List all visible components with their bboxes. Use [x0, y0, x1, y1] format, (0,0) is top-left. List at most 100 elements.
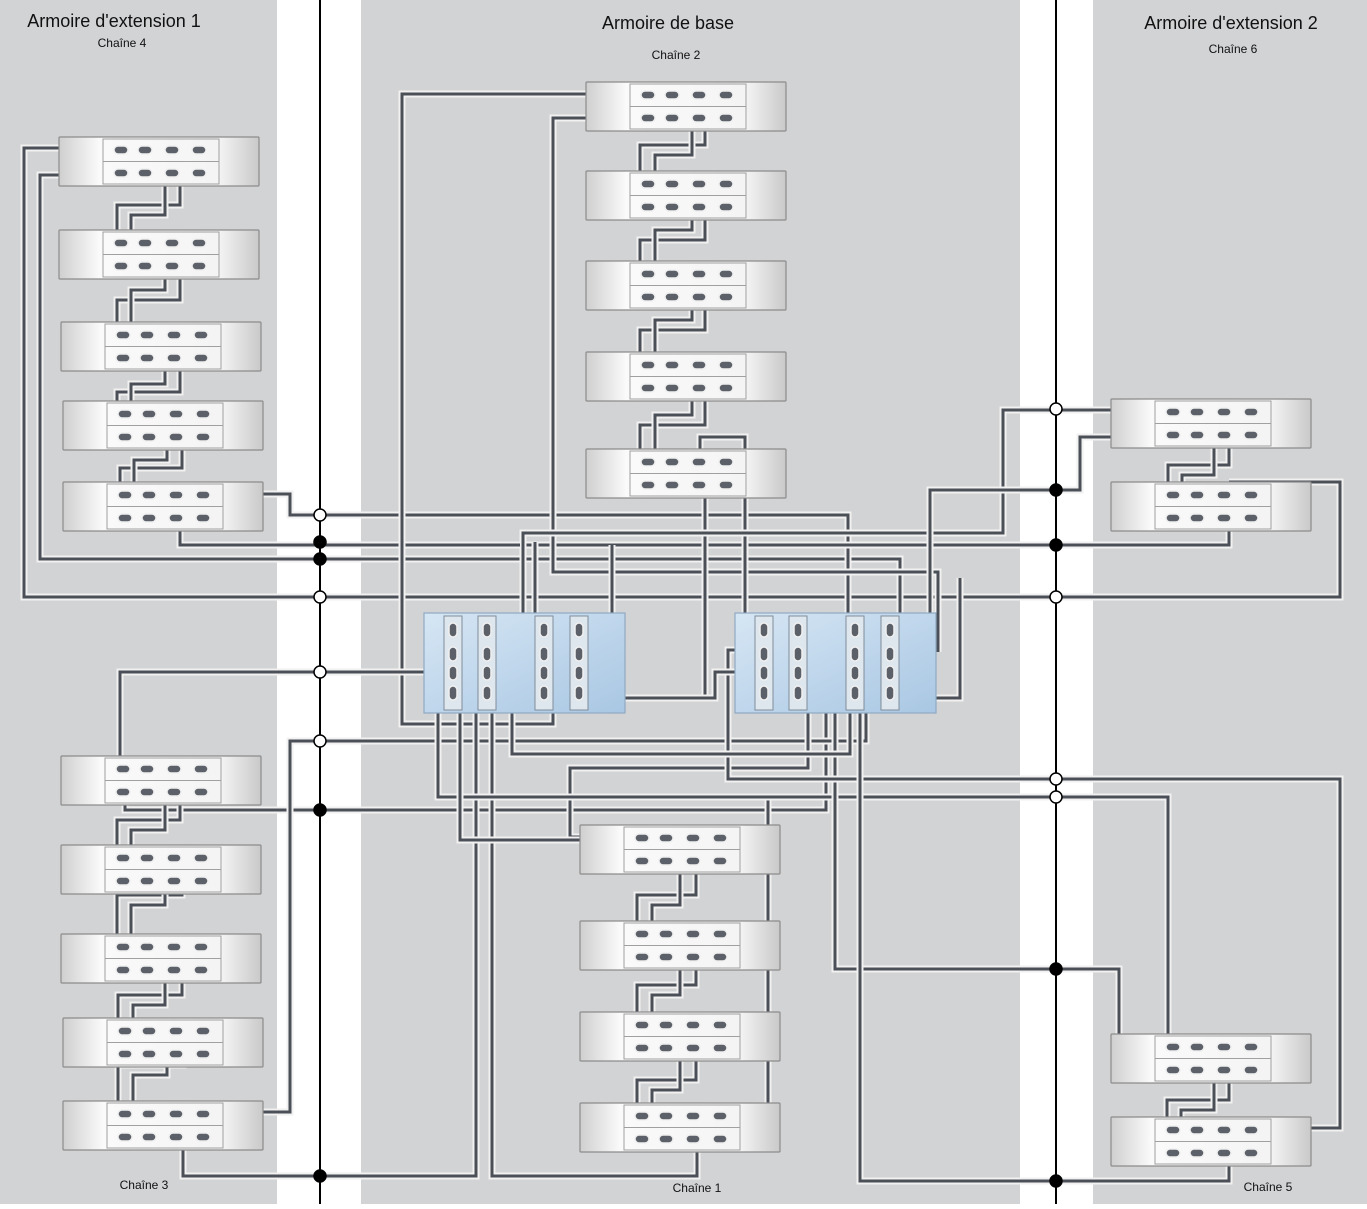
base-chain1-shelf-1-port-1-2	[685, 856, 701, 866]
base-chain1-shelf-3-port-0-2	[685, 1020, 701, 1030]
cable-4	[115, 266, 182, 334]
base-chain2-shelf-2-port-0-0	[640, 179, 656, 189]
crossing-dot-13	[1049, 790, 1063, 804]
exp1-chain3-shelf-1-port-1-0	[115, 787, 131, 797]
cable-8	[118, 438, 184, 494]
controller-left-port-2-3	[539, 685, 549, 701]
base-chain1-shelf-3	[579, 1011, 781, 1062]
exp1-chain4-shelf-1-port-0-1	[137, 145, 153, 155]
exp1-chain3-shelf-5-port-1-1	[141, 1132, 157, 1142]
exp1-chain4-shelf-2	[58, 229, 260, 280]
expansion1-title: Armoire d'extension 1	[27, 11, 201, 31]
exp2-chain6-shelf-2	[1110, 481, 1312, 532]
controller-left-card-0	[443, 615, 463, 711]
exp1-chain4-shelf-4	[62, 400, 264, 451]
base-chain-bottom: Chaîne 1	[673, 1181, 722, 1195]
exp1-chain3-shelf-4-port-0-3	[195, 1026, 211, 1036]
junction-dot-2	[313, 552, 327, 566]
exp1-chain3-shelf-2-port-0-1	[139, 853, 155, 863]
exp1-chain4-shelf-5	[62, 481, 264, 532]
controller-left-port-0-2	[448, 665, 458, 681]
base-chain1-shelf-3-port-1-3	[712, 1043, 728, 1053]
controller-left-port-2-1	[539, 646, 549, 662]
cable-20	[638, 388, 707, 461]
junction-dot-10	[1049, 538, 1063, 552]
exp1-chain3-shelf-2	[60, 844, 262, 895]
exp1-chain4-shelf-3-port-0-0	[115, 330, 131, 340]
cable-53	[490, 690, 699, 1178]
base-chain1-shelf-3-port-0-3	[712, 1020, 728, 1030]
base-chain1-shelf-2-port-1-0	[634, 952, 650, 962]
exp1-chain3-shelf-4-port-0-0	[117, 1026, 133, 1036]
cable-32	[118, 670, 465, 768]
base-chain1-shelf-4-port-0-3	[712, 1111, 728, 1121]
exp1-chain3-shelf-4	[62, 1017, 264, 1068]
base-chain2-shelf-4-port-1-3	[718, 383, 734, 393]
exp1-chain4-shelf-3-port-1-2	[166, 353, 182, 363]
exp1-chain4-shelf-4-port-0-2	[168, 409, 184, 419]
base-chain1-shelf-4-port-1-3	[712, 1134, 728, 1144]
exp2-chain6-shelf-1-port-0-0	[1165, 407, 1181, 417]
exp1-chain3-shelf-3-port-0-3	[193, 942, 209, 952]
base-chain2-shelf-1-port-1-0	[640, 113, 656, 123]
base-chain2-shelf-3-port-1-0	[640, 292, 656, 302]
exp1-chain3-shelf-5-port-1-0	[117, 1132, 133, 1142]
exp1-chain3-shelf-4-port-0-1	[141, 1026, 157, 1036]
base-chain1-shelf-2-port-0-2	[685, 929, 701, 939]
controller-left-port-3-0	[574, 622, 584, 638]
controller-right-port-2-1	[850, 646, 860, 662]
exp2-chain5-shelf-2-port-1-1	[1189, 1148, 1205, 1158]
cable-60	[458, 700, 600, 842]
base-chain-top: Chaîne 2	[652, 48, 701, 62]
controller-right-card-3	[880, 615, 900, 711]
controller-right-card-1	[788, 615, 808, 711]
base-chain1-shelf-3-port-1-1	[658, 1043, 674, 1053]
controller-left-port-3-3	[574, 685, 584, 701]
exp1-chain4-shelf-3-port-1-0	[115, 353, 131, 363]
base-chain1-shelf-1-port-0-0	[634, 833, 650, 843]
base-chain2-shelf-3-port-0-3	[718, 269, 734, 279]
exp1-chain4-shelf-1-port-0-3	[191, 145, 207, 155]
base-chain2-shelf-5-port-1-2	[691, 480, 707, 490]
base-chain1-shelf-4-port-1-1	[658, 1134, 674, 1144]
controller-right-port-1-2	[793, 665, 803, 681]
controller-right-card-0	[754, 615, 774, 711]
exp1-chain3-shelf-1-port-0-1	[139, 764, 155, 774]
base-chain2-shelf-5-port-1-0	[640, 480, 656, 490]
crossing-dot-4	[313, 665, 327, 679]
junction-layer	[313, 402, 1063, 1188]
controller-left-card-1	[477, 615, 497, 711]
controller-left-port-2-2	[539, 665, 549, 681]
exp1-chain4-shelf-5-port-1-3	[195, 513, 211, 523]
junction-dot-7	[313, 1169, 327, 1183]
crossing-dot-3	[313, 590, 327, 604]
base-chain2-shelf-5	[585, 448, 787, 499]
controller-left-port-1-3	[482, 685, 492, 701]
exp1-chain4-shelf-2-port-0-3	[191, 238, 207, 248]
exp2-chain5-shelf-1-port-1-3	[1243, 1065, 1259, 1075]
junction-dot-1	[313, 535, 327, 549]
base-chain2-shelf-5-port-0-0	[640, 457, 656, 467]
crossing-dot-0	[313, 508, 327, 522]
expansion2-cabinet-area	[1093, 0, 1367, 1204]
exp1-chain4-shelf-2-port-1-0	[113, 261, 129, 271]
cable-54	[436, 650, 1170, 1046]
base-chain2-shelf-4-port-0-2	[691, 360, 707, 370]
exp1-chain3-shelf-5	[62, 1100, 264, 1151]
exp1-chain4-shelf-1-port-1-0	[113, 168, 129, 178]
exp1-chain4-shelf-5-port-0-1	[141, 490, 157, 500]
exp2-chain6-shelf-2-port-1-2	[1216, 513, 1232, 523]
exp1-chain4-shelf-2-port-1-1	[137, 261, 153, 271]
cable-13	[551, 116, 940, 652]
exp1-chain3-shelf-5-port-1-3	[195, 1132, 211, 1142]
exp1-chain4-shelf-4-port-1-3	[195, 432, 211, 442]
exp2-chain6-shelf-1-port-1-3	[1243, 430, 1259, 440]
crossing-dot-8	[1049, 402, 1063, 416]
base-chain2-shelf-4-port-1-0	[640, 383, 656, 393]
exp2-chain6-shelf-2-port-0-2	[1216, 490, 1232, 500]
exp1-chain3-shelf-3-port-1-2	[166, 965, 182, 975]
base-chain1-shelf-1	[579, 824, 781, 875]
base-chain2-shelf-2-port-1-3	[718, 202, 734, 212]
controller-right-port-3-2	[885, 665, 895, 681]
base-chain2-shelf-4	[585, 351, 787, 402]
